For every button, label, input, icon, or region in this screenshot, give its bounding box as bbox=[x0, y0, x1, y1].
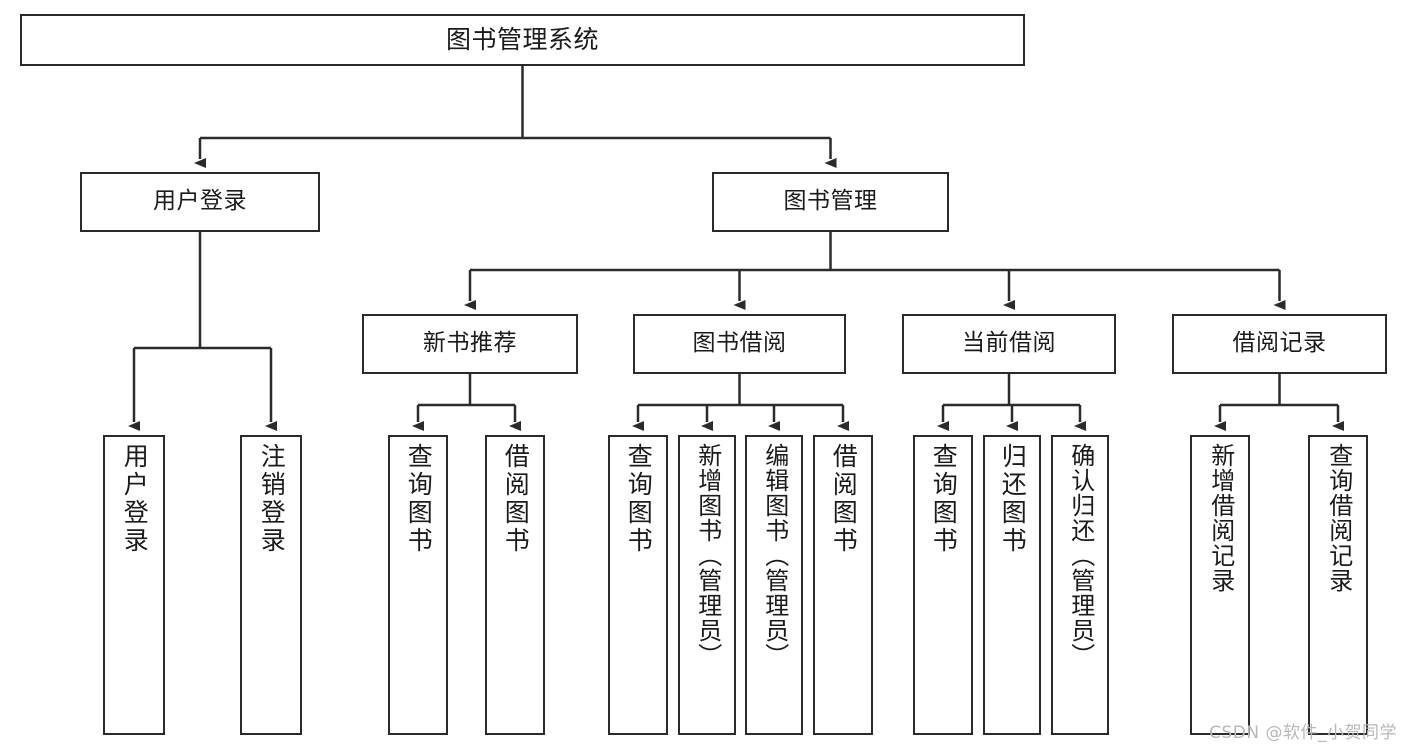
node-label: 查询图书 bbox=[404, 443, 434, 555]
node-leaf-query-book-2[interactable]: 查询图书 bbox=[608, 435, 668, 735]
node-label: 新增借阅记录 bbox=[1206, 443, 1235, 593]
node-label: 图书借阅 bbox=[692, 330, 787, 357]
node-label: 查询图书 bbox=[624, 443, 654, 555]
node-label: 图书管理系统 bbox=[445, 25, 599, 55]
node-label: 查询图书 bbox=[929, 443, 959, 555]
node-book-borrow[interactable]: 图书借阅 bbox=[633, 314, 846, 374]
node-label: 确认归还（管理员） bbox=[1066, 443, 1095, 668]
node-current-borrow[interactable]: 当前借阅 bbox=[902, 314, 1116, 374]
node-label: 查询借阅记录 bbox=[1324, 443, 1353, 593]
node-user-login[interactable]: 用户登录 bbox=[80, 172, 320, 232]
node-label: 新增图书（管理员） bbox=[693, 443, 722, 668]
node-leaf-return-book[interactable]: 归还图书 bbox=[983, 435, 1041, 735]
node-new-book-rec[interactable]: 新书推荐 bbox=[362, 314, 578, 374]
node-leaf-borrow-book-2[interactable]: 借阅图书 bbox=[813, 435, 873, 735]
node-label: 借阅图书 bbox=[829, 443, 859, 555]
node-label: 归还图书 bbox=[998, 443, 1028, 555]
node-root[interactable]: 图书管理系统 bbox=[20, 14, 1025, 66]
node-label: 借阅图书 bbox=[501, 443, 531, 555]
node-label: 新书推荐 bbox=[423, 330, 517, 357]
node-label: 用户登录 bbox=[120, 443, 150, 555]
node-label: 编辑图书（管理员） bbox=[760, 443, 789, 668]
node-label: 图书管理 bbox=[783, 188, 878, 215]
node-leaf-confirm-ret[interactable]: 确认归还（管理员） bbox=[1051, 435, 1109, 735]
node-leaf-user-logout[interactable]: 注销登录 bbox=[240, 435, 302, 735]
node-leaf-query-book-1[interactable]: 查询图书 bbox=[388, 435, 448, 735]
node-leaf-add-record[interactable]: 新增借阅记录 bbox=[1190, 435, 1250, 735]
node-label: 注销登录 bbox=[257, 443, 287, 555]
node-leaf-borrow-book-1[interactable]: 借阅图书 bbox=[485, 435, 545, 735]
node-book-manage[interactable]: 图书管理 bbox=[712, 172, 949, 232]
node-leaf-add-book[interactable]: 新增图书（管理员） bbox=[678, 435, 736, 735]
node-borrow-record[interactable]: 借阅记录 bbox=[1172, 314, 1387, 374]
csdn-watermark: CSDN @软件_小贺同学 bbox=[1209, 723, 1397, 743]
node-label: 用户登录 bbox=[153, 188, 247, 215]
node-label: 当前借阅 bbox=[962, 330, 1056, 357]
node-leaf-user-login[interactable]: 用户登录 bbox=[103, 435, 165, 735]
node-leaf-edit-book[interactable]: 编辑图书（管理员） bbox=[745, 435, 803, 735]
node-leaf-query-record[interactable]: 查询借阅记录 bbox=[1308, 435, 1368, 735]
node-label: 借阅记录 bbox=[1232, 330, 1327, 357]
node-leaf-query-book-3[interactable]: 查询图书 bbox=[913, 435, 973, 735]
